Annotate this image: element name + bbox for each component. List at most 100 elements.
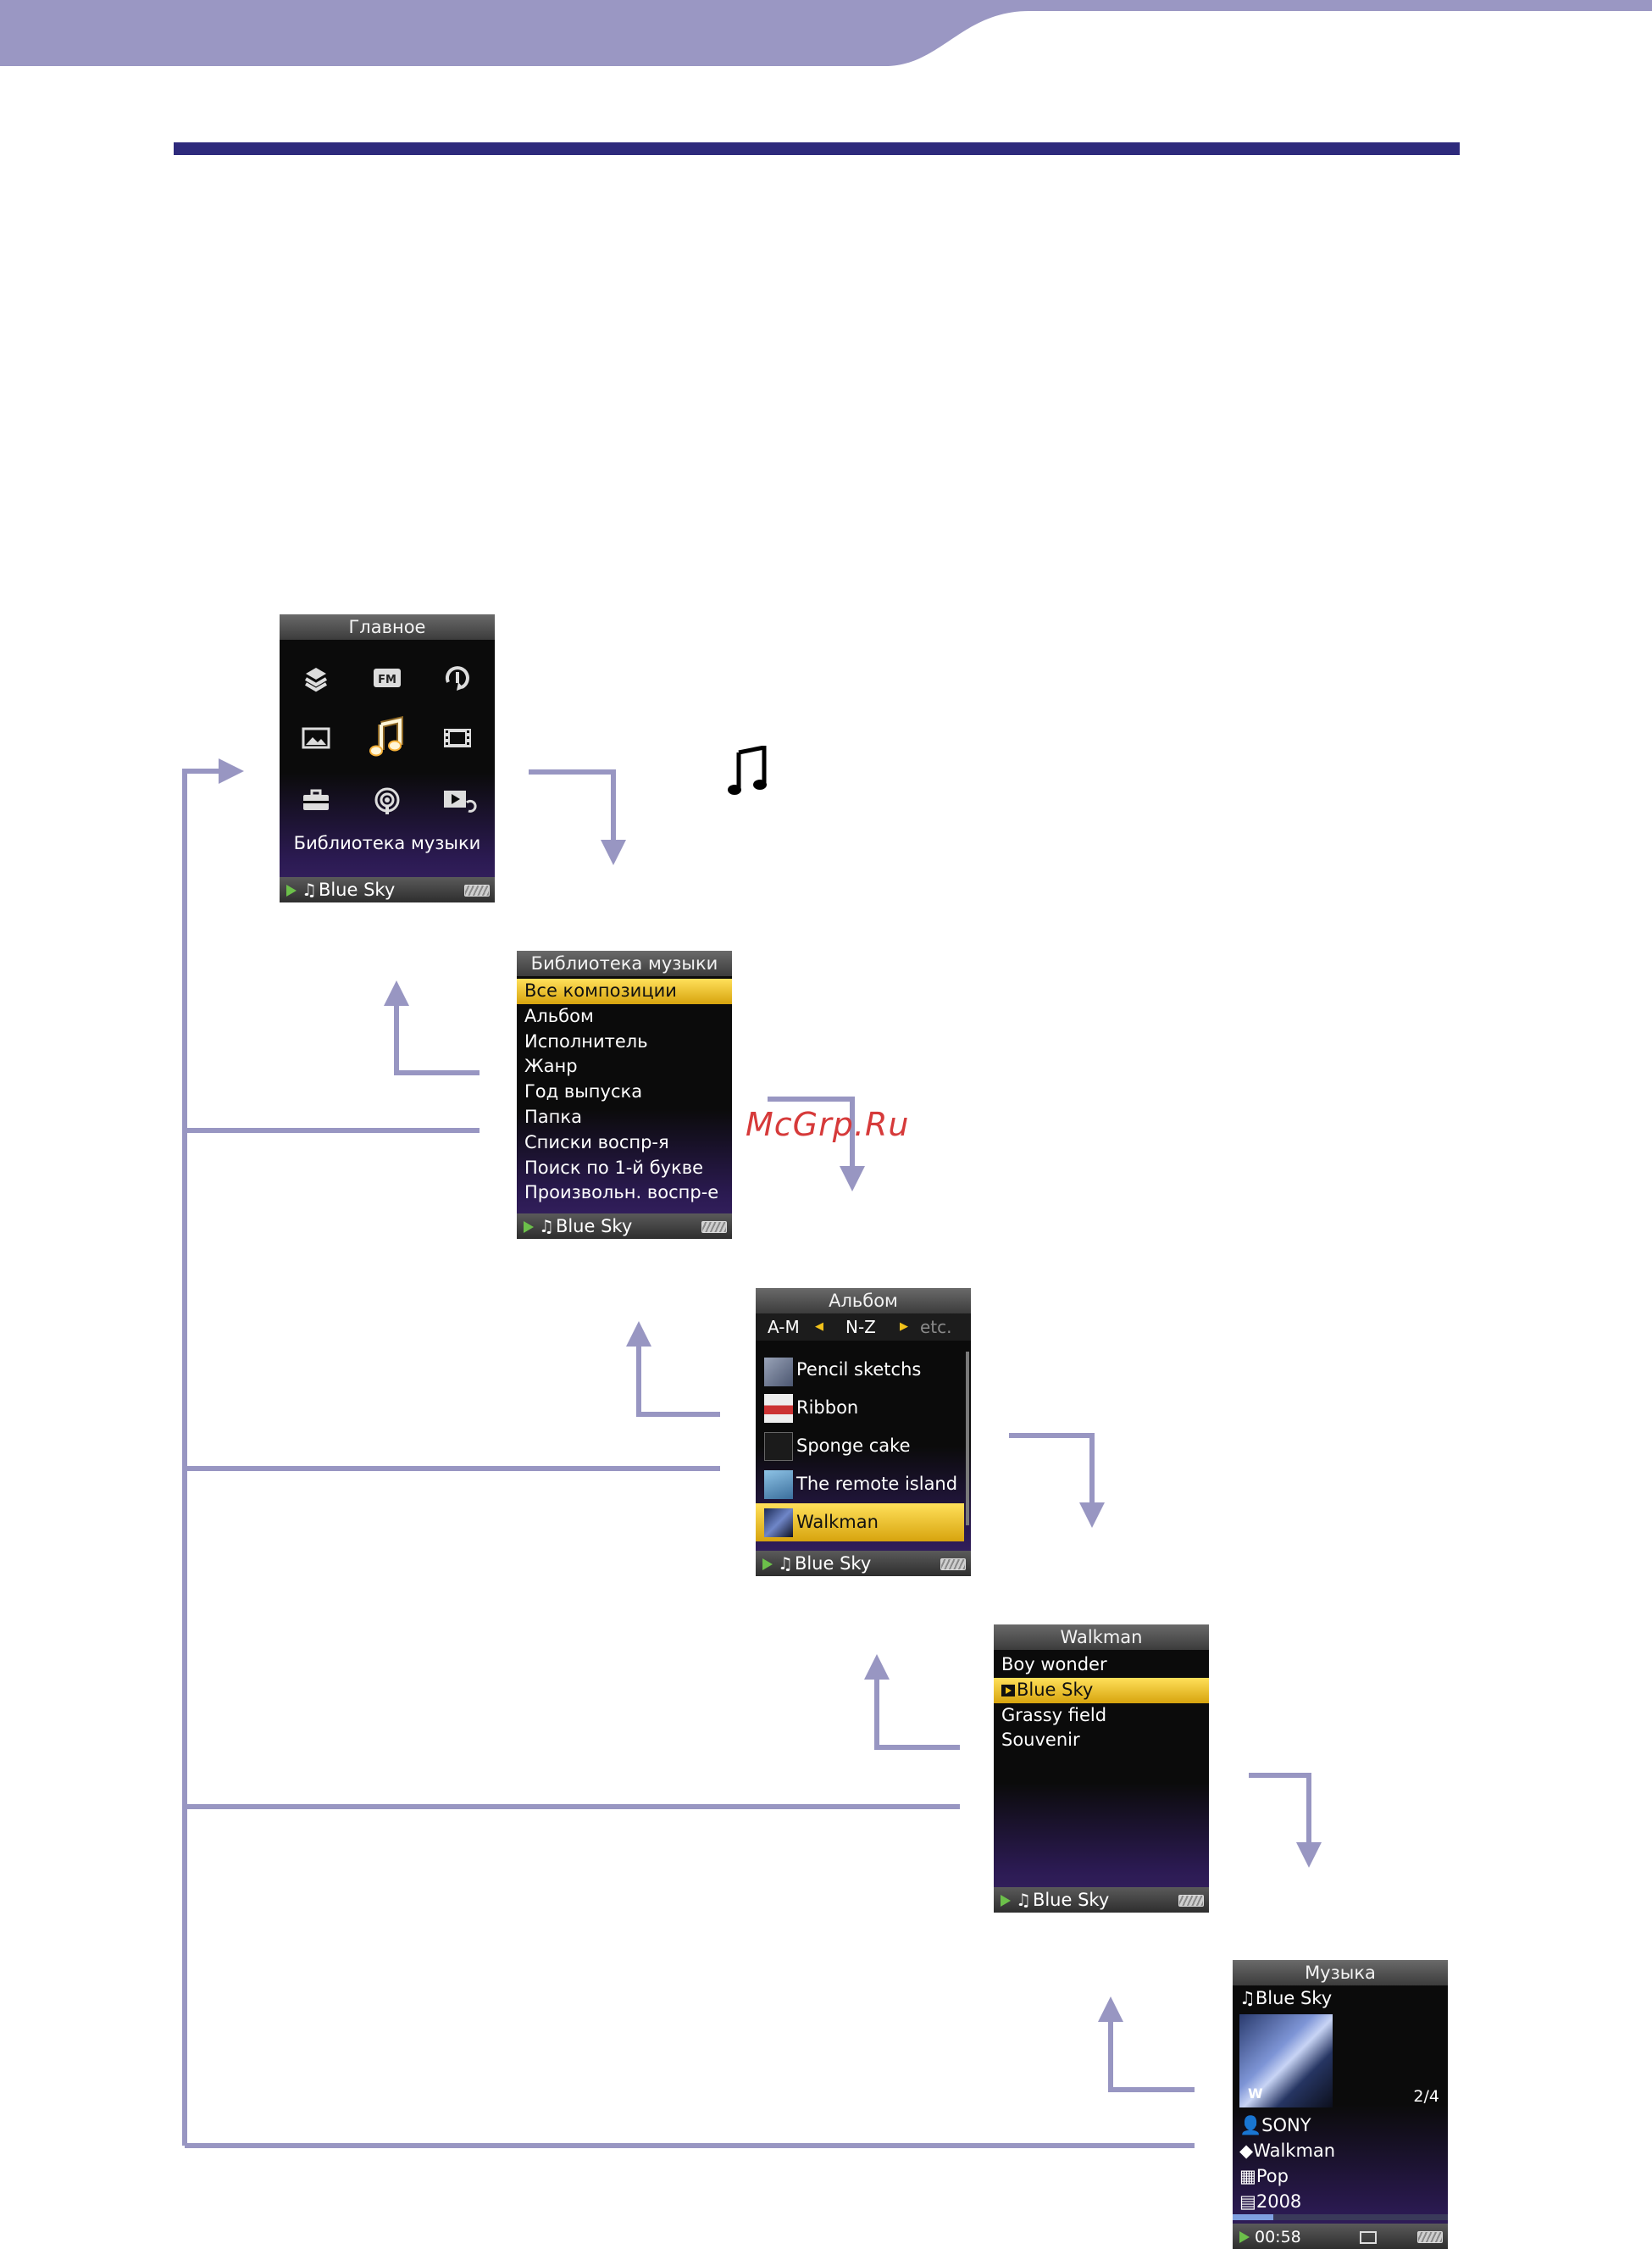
- header-band: [0, 0, 1652, 66]
- menu-item-genre[interactable]: Жанр: [524, 1056, 578, 1077]
- now-playing-icon[interactable]: [438, 780, 477, 819]
- genre-icon: ▦: [1239, 2166, 1256, 2186]
- tab-right-arrow-icon[interactable]: ▶: [900, 1320, 908, 1333]
- title-rule: [174, 142, 1460, 155]
- fm-radio-icon[interactable]: FM: [368, 657, 407, 696]
- battery-icon: [940, 1558, 966, 1570]
- play-icon: [286, 885, 297, 897]
- play-icon: [1001, 1895, 1011, 1907]
- album-icon: ◆: [1239, 2141, 1254, 2161]
- watermark: McGrp.Ru: [746, 1106, 910, 1143]
- wireless-icon[interactable]: [297, 657, 335, 696]
- now-playing-title: Blue Sky: [1032, 1890, 1110, 1910]
- now-playing-title: Blue Sky: [318, 880, 396, 900]
- tab-left-arrow-icon[interactable]: ◀: [815, 1320, 823, 1333]
- note-icon: ♫: [1239, 1988, 1256, 2008]
- scrollbar[interactable]: [966, 1352, 969, 1525]
- track-item[interactable]: Boy wonder: [1001, 1654, 1107, 1674]
- walkman-tracks-screen: Walkman Boy wonder Blue Sky Grassy field…: [994, 1624, 1209, 1913]
- progress-fill: [1233, 2214, 1274, 2220]
- photo-icon[interactable]: [297, 719, 335, 758]
- menu-item-playlists[interactable]: Списки воспр-я: [524, 1131, 669, 1152]
- music-note-icon: [728, 746, 767, 795]
- list-item[interactable]: Sponge cake: [756, 1427, 964, 1465]
- settings-icon[interactable]: [297, 780, 335, 819]
- album-title: Walkman: [796, 1512, 879, 1532]
- podcast-icon[interactable]: [368, 780, 407, 819]
- play-icon: [762, 1558, 773, 1570]
- menu-item-all-songs[interactable]: Все композиции: [517, 979, 732, 1004]
- album-title: Pencil sketchs: [796, 1359, 922, 1380]
- battery-icon: [701, 1221, 727, 1233]
- music-library-screen: Библиотека музыки Все композиции Альбом …: [517, 951, 732, 1239]
- forward-arrow-album: [1009, 1433, 1105, 1528]
- year-row: ▤2008: [1239, 2189, 1335, 2214]
- album-title: Sponge cake: [796, 1435, 911, 1456]
- menu-caption: Библиотека музыки: [293, 833, 481, 853]
- album-screen: Альбом A-M ◀ N-Z ▶ etc. Pencil sketchs R…: [756, 1288, 971, 1576]
- artist-name: SONY: [1261, 2115, 1311, 2135]
- folder-icon: [1360, 2231, 1377, 2244]
- fm-label: FM: [378, 674, 396, 686]
- album-thumb-icon: [764, 1394, 793, 1423]
- progress-bar[interactable]: [1233, 2214, 1448, 2220]
- tab-n-z[interactable]: N-Z: [845, 1317, 876, 1337]
- menu-item-release-year[interactable]: Год выпуска: [524, 1081, 643, 1102]
- track-item[interactable]: Souvenir: [1001, 1730, 1080, 1751]
- menu-item-shuffle[interactable]: Произвольн. воспр-е: [524, 1182, 719, 1203]
- return-trunk-arrow: [182, 758, 244, 2146]
- intelligent-shuffle-icon[interactable]: [438, 657, 477, 696]
- now-playing-bar[interactable]: ♫Blue Sky: [994, 1887, 1209, 1913]
- list-item[interactable]: Walkman: [756, 1503, 964, 1541]
- album-tabs: A-M ◀ N-Z ▶ etc.: [756, 1313, 971, 1341]
- battery-icon: [1178, 1895, 1204, 1907]
- tab-etc[interactable]: etc.: [920, 1317, 952, 1337]
- album-thumb-icon: [764, 1470, 793, 1499]
- list-item[interactable]: Ribbon: [756, 1389, 964, 1427]
- album-title: The remote island: [796, 1474, 958, 1494]
- menu-item-folder[interactable]: Папка: [524, 1106, 582, 1127]
- now-playing-bar[interactable]: ♫Blue Sky: [756, 1551, 971, 1576]
- menu-item-initial-search[interactable]: Поиск по 1-й букве: [524, 1157, 704, 1178]
- list-item[interactable]: The remote island: [756, 1465, 964, 1503]
- list-item[interactable]: Pencil sketchs: [756, 1351, 964, 1389]
- album-thumb-icon: [764, 1358, 793, 1386]
- track-item-playing[interactable]: Blue Sky: [994, 1677, 1209, 1703]
- album-thumb-icon: [764, 1508, 793, 1537]
- forward-arrow-home: [529, 769, 626, 865]
- back-arrow-walkman: [864, 1654, 960, 1750]
- screen-title: Музыка: [1233, 1960, 1448, 1985]
- genre-row: ▦Pop: [1239, 2163, 1335, 2189]
- screen-title: Альбом: [756, 1288, 971, 1313]
- track-counter: 2/4: [1413, 2087, 1439, 2106]
- now-playing-screen: Музыка ♫Blue Sky W 2/4 👤SONY ◆Walkman ▦P…: [1233, 1960, 1448, 2249]
- track-title: Blue Sky: [1017, 1679, 1094, 1700]
- track-title-row: ♫Blue Sky: [1233, 1985, 1448, 2011]
- play-icon: [1239, 2231, 1250, 2243]
- note-icon: ♫: [1016, 1890, 1031, 1910]
- note-icon: ♫: [539, 1216, 554, 1236]
- playback-bar[interactable]: 00:58: [1233, 2224, 1448, 2249]
- screen-title: Главное: [280, 614, 495, 640]
- now-playing-bar[interactable]: ♫Blue Sky: [280, 877, 495, 902]
- artist-row: 👤SONY: [1239, 2113, 1335, 2138]
- note-icon: ♫: [778, 1553, 793, 1574]
- genre-name: Pop: [1256, 2166, 1289, 2186]
- now-playing-bar[interactable]: ♫Blue Sky: [517, 1213, 732, 1239]
- video-icon[interactable]: [438, 719, 477, 758]
- battery-icon: [464, 885, 490, 897]
- track-item[interactable]: Grassy field: [1001, 1704, 1107, 1725]
- battery-icon: [1417, 2231, 1443, 2243]
- screen-title: Библиотека музыки: [517, 951, 732, 976]
- menu-item-album[interactable]: Альбом: [524, 1005, 594, 1026]
- tab-a-m[interactable]: A-M: [768, 1317, 800, 1337]
- playing-indicator-icon: [1001, 1684, 1015, 1696]
- menu-item-artist[interactable]: Исполнитель: [524, 1030, 648, 1052]
- track-title: Blue Sky: [1255, 1988, 1333, 2008]
- music-library-icon[interactable]: [364, 713, 412, 760]
- play-icon: [524, 1221, 534, 1233]
- album-row: ◆Walkman: [1239, 2138, 1335, 2163]
- album-thumb-icon: [764, 1432, 793, 1461]
- walkman-logo-icon: W: [1248, 2085, 1263, 2102]
- album-title: Ribbon: [796, 1397, 859, 1418]
